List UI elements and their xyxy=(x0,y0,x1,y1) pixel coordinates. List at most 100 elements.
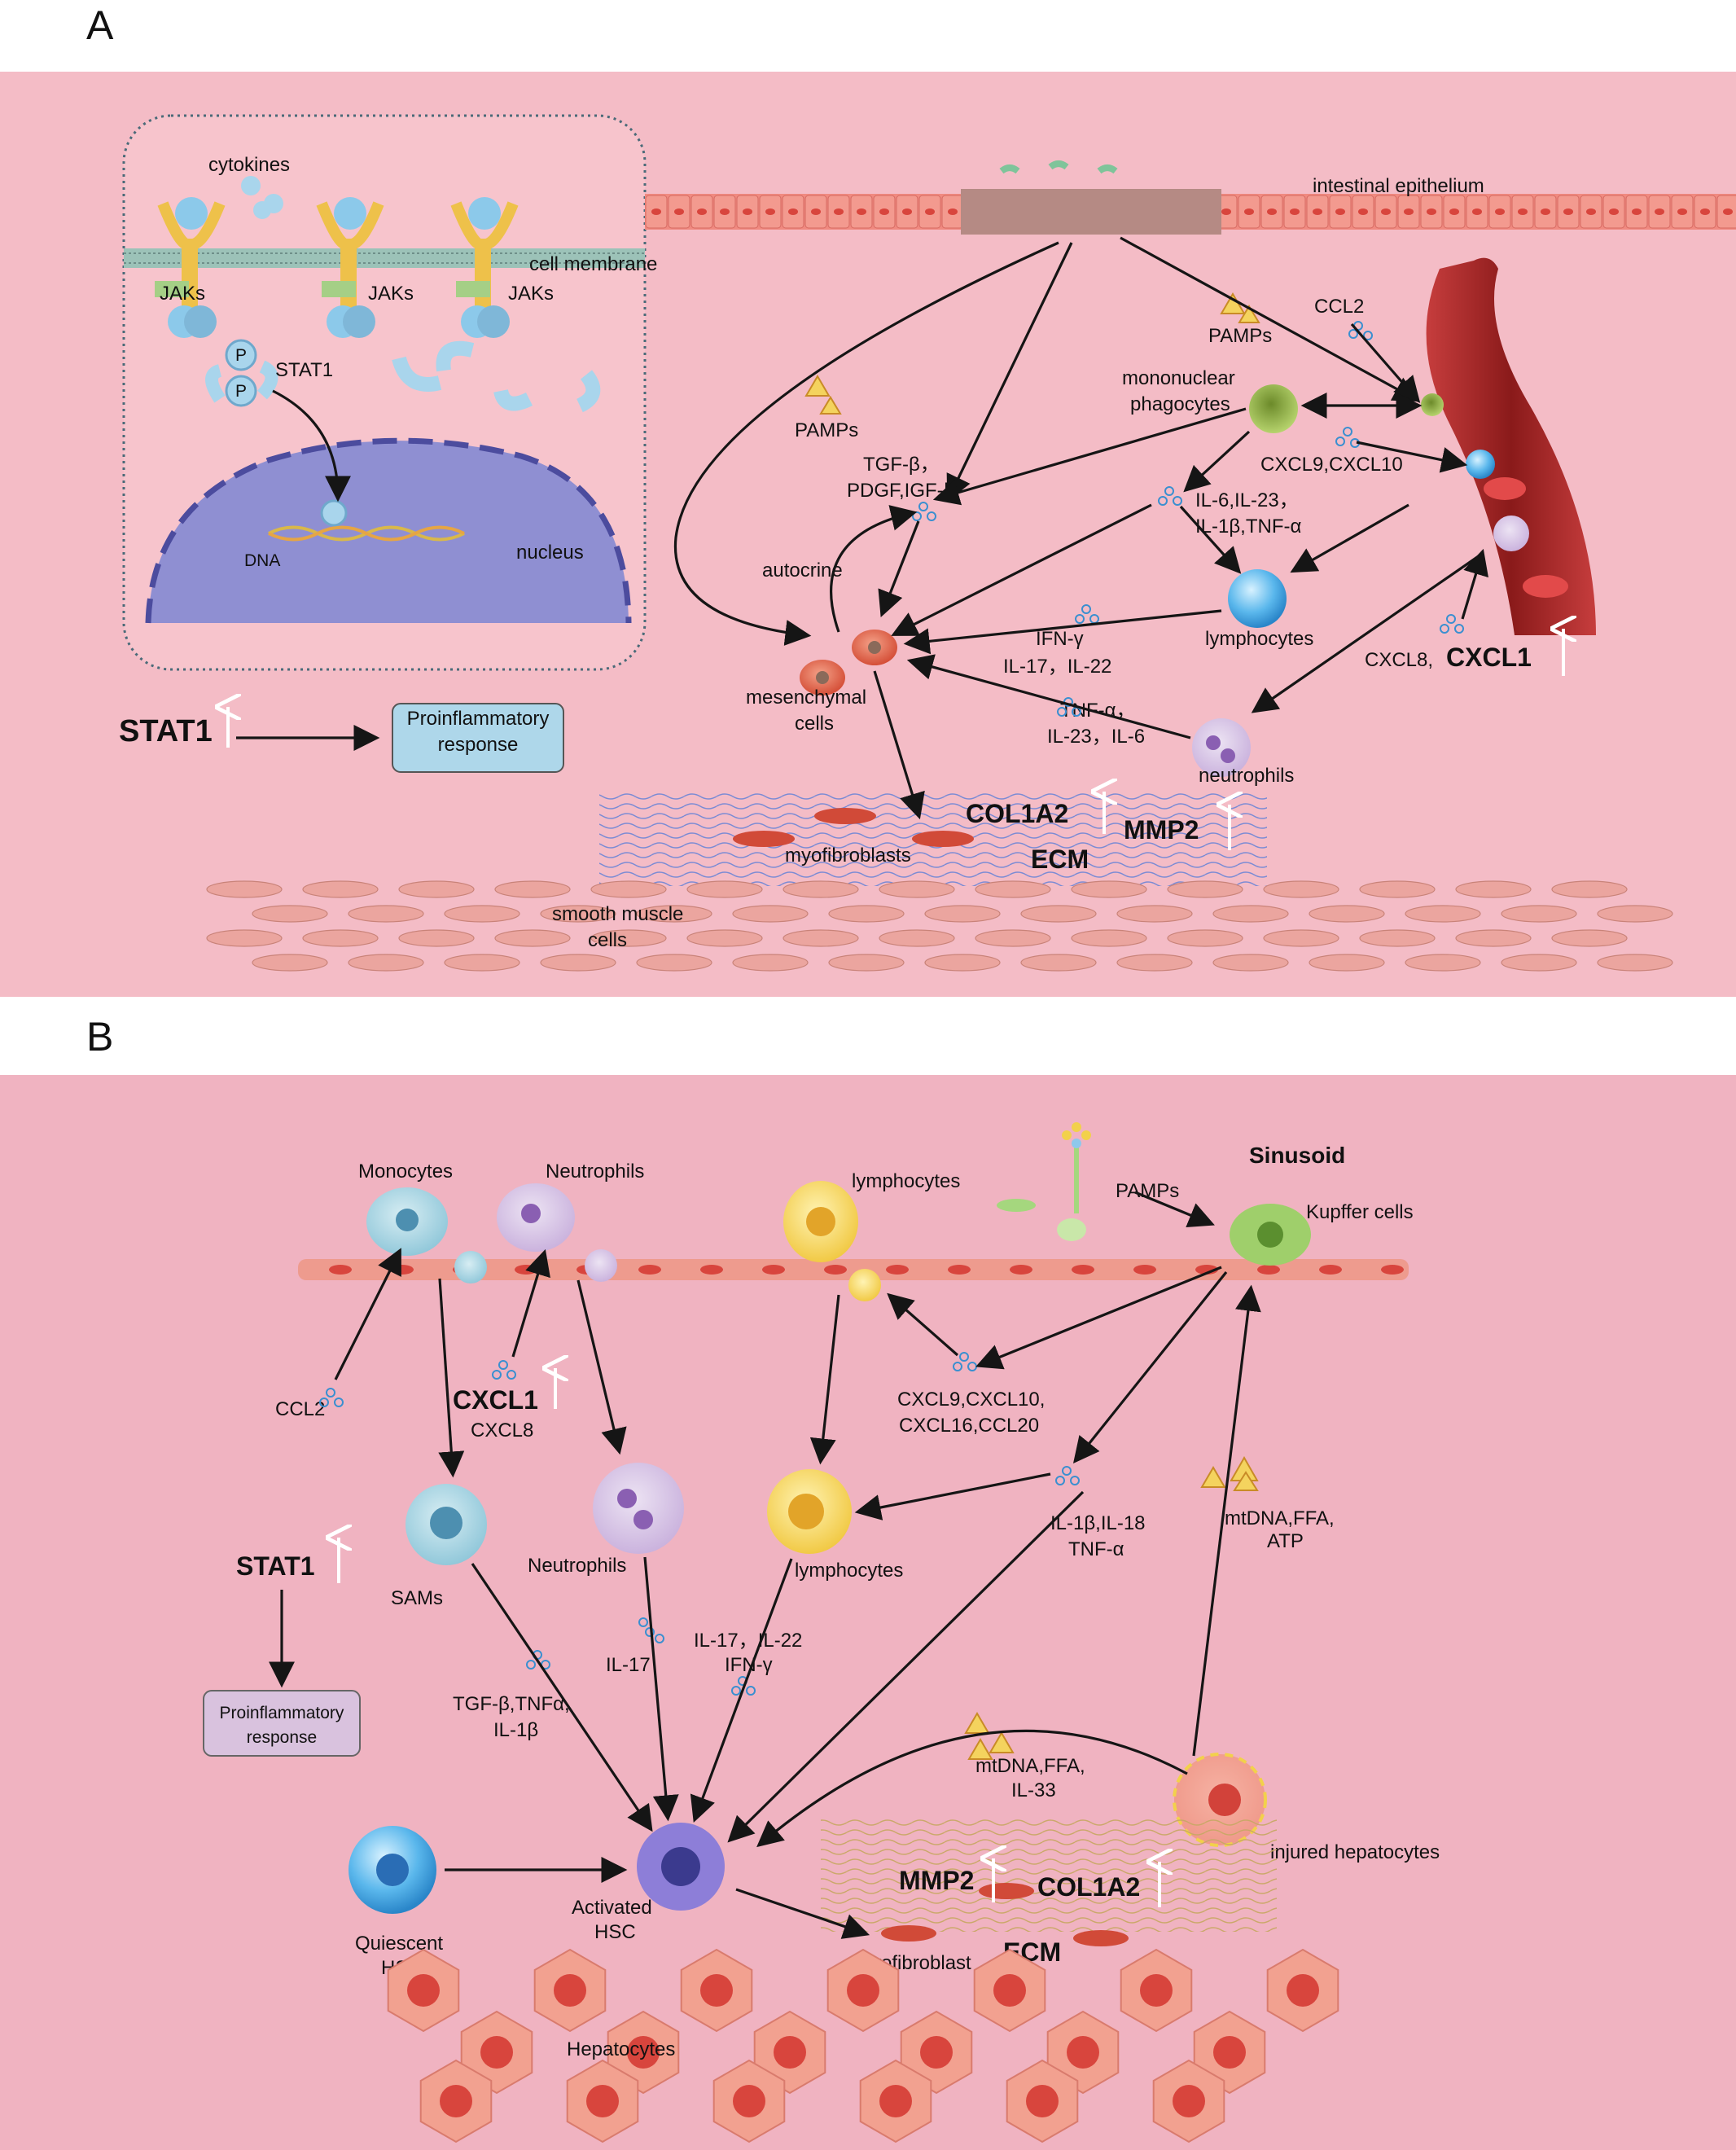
arrow-kupffer-to-cxcl xyxy=(975,1266,1222,1370)
cxcl9-10-label: CXCL9,CXCL10 xyxy=(1260,454,1403,476)
arrow-lymphocyte-to-mesenchymal xyxy=(903,609,1222,655)
sams-label: SAMs xyxy=(391,1587,443,1609)
lymphocytes-mid-label: lymphocytes xyxy=(795,1560,903,1582)
il6-label-1: IL-6,IL-23， xyxy=(1195,489,1299,511)
quiescent-label-1: Quiescent xyxy=(355,1933,443,1955)
jaks-label-1: JAKs xyxy=(160,283,205,305)
sinusoid-label: Sinusoid xyxy=(1249,1143,1345,1168)
lymphocytes-label-a: lymphocytes xyxy=(1205,628,1313,650)
neutrophils-top-label: Neutrophils xyxy=(546,1161,644,1182)
ccl2-label-b: CCL2 xyxy=(275,1398,325,1420)
pamps-label-a-1: PAMPs xyxy=(795,419,858,441)
nucleus-shape xyxy=(148,441,629,623)
mesenchymal-cells xyxy=(800,630,897,695)
arrow-monocyte-to-sams xyxy=(438,1278,465,1478)
arrow-epi-to-tgf xyxy=(946,242,1073,502)
arrow-lymphocyte-to-hsc xyxy=(690,1558,793,1823)
proinflammatory-label-b-1: Proinflammatory xyxy=(220,1704,344,1722)
jaks-label-3: JAKs xyxy=(508,283,554,305)
smooth-muscle-label-1: smooth muscle xyxy=(552,903,683,925)
pamp-structure xyxy=(997,1122,1091,1241)
activated-label-2: HSC xyxy=(594,1921,636,1943)
stat1-label-a: STAT1 xyxy=(119,714,213,748)
neutrophil-mid-cell xyxy=(593,1463,684,1554)
proinflammatory-box-b xyxy=(203,1690,361,1757)
panel-b-letter: B xyxy=(86,1014,113,1060)
arrow-lymphocyte-down xyxy=(809,1294,840,1465)
il1b-group-label-1: IL-1β,IL-18 xyxy=(1050,1512,1146,1534)
lymphocytes-top-label: lymphocytes xyxy=(852,1170,960,1192)
ifn-label-2: IL-17，IL-22 xyxy=(1003,656,1111,678)
mmp2-label-a: MMP2 xyxy=(1124,815,1199,845)
arrow-neutrophil-down xyxy=(576,1279,627,1455)
neutrophil-cell-a xyxy=(1192,718,1251,777)
kupffer-label: Kupffer cells xyxy=(1306,1201,1414,1223)
arrow-injured-to-hsc xyxy=(756,1729,1188,1848)
jaks-label-2: JAKs xyxy=(368,283,414,305)
intestinal-epithelium-label: intestinal epithelium xyxy=(1313,175,1484,197)
mtdna-atp-label-1: mtDNA,FFA, xyxy=(1225,1507,1335,1529)
phospho-label-1: P xyxy=(235,346,247,365)
arrow-ccl2-to-vessel xyxy=(1350,322,1421,403)
stat1-label-b: STAT1 xyxy=(236,1551,315,1581)
ecm-label-a: ECM xyxy=(1031,845,1089,874)
tnf-label-2: IL-23，IL-6 xyxy=(1047,726,1145,748)
neutrophils-mid-label: Neutrophils xyxy=(528,1555,626,1577)
mononuclear-label-1: mononuclear xyxy=(1122,367,1235,389)
tgf-label-1: TGF-β， xyxy=(863,454,940,476)
arrow-neutrophil-to-hsc xyxy=(643,1556,679,1822)
proinflammatory-label-a-2: response xyxy=(438,734,519,756)
mtdna-atp-label-2: ATP xyxy=(1267,1530,1304,1552)
arrow-vessel-to-lymphocyte xyxy=(1290,503,1409,573)
arrow-tgf-to-mesenchymal xyxy=(878,520,920,617)
neutrophils-label-a: neutrophils xyxy=(1199,765,1294,787)
ecm-fibers-b xyxy=(821,1818,1277,1932)
nucleus-label: nucleus xyxy=(516,542,584,564)
receptor-1 xyxy=(155,197,226,338)
arrow-il6-to-lymphocyte xyxy=(1179,505,1242,574)
il1b-group-label-2: TNF-α xyxy=(1068,1538,1124,1560)
cxcl8-label-a: CXCL8, xyxy=(1365,649,1433,671)
jak-stat-inset xyxy=(122,114,647,671)
arrow-mesenchymal-to-myofibroblast xyxy=(873,670,925,820)
arrow-ccl2-to-monocyte xyxy=(334,1248,401,1380)
panel-a-letter: A xyxy=(86,2,114,48)
arrow-kupffer-to-il1b xyxy=(1073,1271,1228,1463)
mtdna-il33-label-1: mtDNA,FFA, xyxy=(975,1755,1085,1777)
intestinal-epithelium xyxy=(645,160,1736,235)
il17-22-label-1: IL-17，IL-22 xyxy=(694,1630,802,1652)
arrow-il1b-to-lymphocyte xyxy=(854,1472,1051,1520)
cxcl8-label-b: CXCL8 xyxy=(471,1419,533,1441)
cxcl-group-label-2: CXCL16,CCL20 xyxy=(899,1415,1039,1437)
autocrine-label: autocrine xyxy=(762,559,843,581)
col1a2-label-b: COL1A2 xyxy=(1037,1872,1140,1902)
il6-label-2: IL-1β,TNF-α xyxy=(1195,516,1301,538)
tgf-label-2: PDGF,IGF-Ⅰ xyxy=(847,480,949,502)
arrow-phagocyte-to-tgf xyxy=(932,407,1247,506)
tgf-group-label-1: TGF-β,TNFα, xyxy=(453,1693,570,1715)
lymphocyte-cell-a xyxy=(1228,569,1287,628)
stat1-to-nucleus-arrow xyxy=(272,389,351,502)
arrow-il1b-to-hsc xyxy=(727,1490,1085,1843)
arrow-epi-to-vessel xyxy=(1120,236,1420,402)
receptor-2 xyxy=(316,197,384,338)
proinflammatory-label-a-1: Proinflammatory xyxy=(407,708,550,730)
mesenchymal-label-1: mesenchymal xyxy=(746,687,866,709)
ccl2-label-a: CCL2 xyxy=(1314,296,1364,318)
hepatocyte-layer xyxy=(387,1948,1339,2143)
injured-hepatocytes-label: injured hepatocytes xyxy=(1270,1841,1440,1863)
mtdna-il33-label-2: IL-33 xyxy=(1011,1779,1056,1801)
smooth-muscle-layer xyxy=(206,880,1673,972)
arrow-pamps-to-kupffer xyxy=(1134,1191,1215,1228)
arrow-phagocyte-to-il6 xyxy=(1183,430,1251,493)
cxcl1-label-b: CXCL1 xyxy=(453,1385,538,1415)
arrow-epi-to-mesenchymal xyxy=(673,241,1059,646)
arrow-vessel-to-neutrophil xyxy=(1251,552,1483,713)
cytokines-label: cytokines xyxy=(208,154,290,176)
myofibroblasts-label: myofibroblasts xyxy=(785,845,911,867)
mesenchymal-label-2: cells xyxy=(795,713,834,735)
mmp2-label-b: MMP2 xyxy=(899,1866,974,1895)
dna-label: DNA xyxy=(244,551,280,570)
